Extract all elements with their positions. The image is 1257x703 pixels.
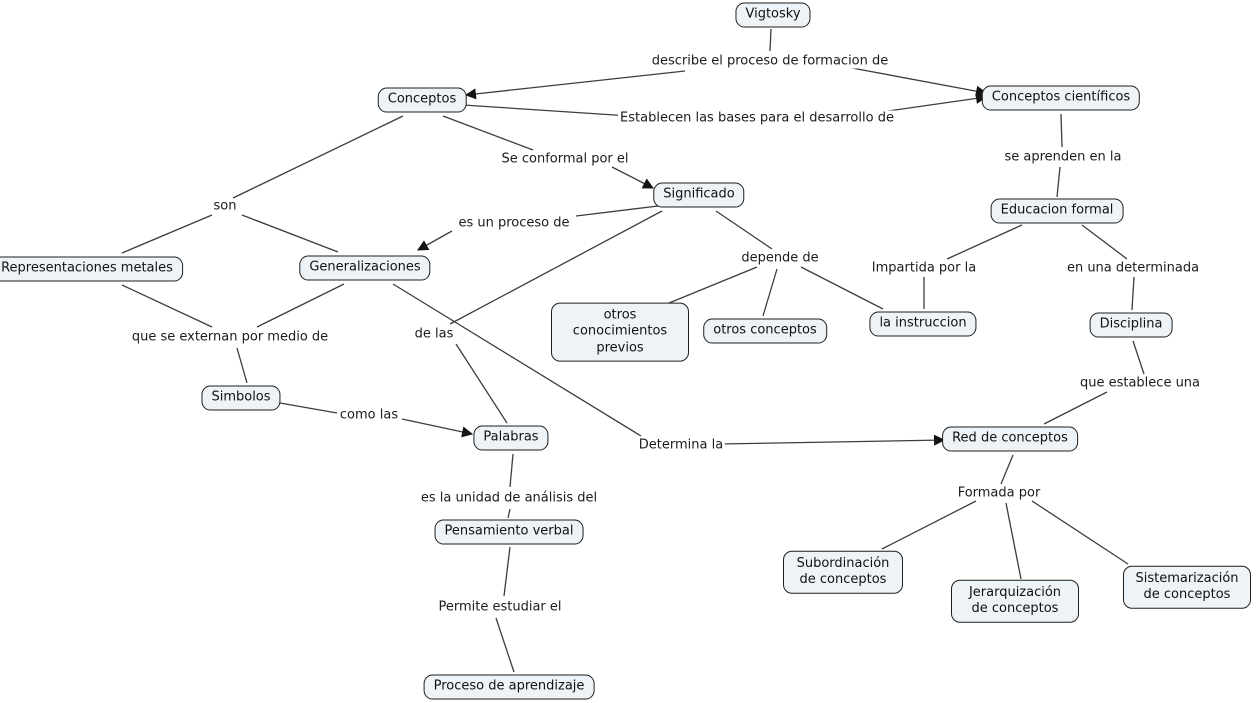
link-label-permite-estudiar-el[interactable]: Permite estudiar el: [436, 599, 564, 615]
edge-describe-conceptos: [464, 70, 686, 100]
node-proceso-de-aprendizaje[interactable]: Proceso de aprendizaje: [423, 674, 595, 700]
link-label-formada-por[interactable]: Formada por: [955, 485, 1043, 501]
link-label-depende-de[interactable]: depende de: [739, 250, 821, 266]
edge-significado-esunproceso: [575, 205, 659, 217]
edge-esunproceso-generalizaciones: [417, 230, 453, 251]
link-label-que-se-externan[interactable]: que se externan por medio de: [129, 329, 331, 345]
node-red-de-conceptos[interactable]: Red de conceptos: [942, 426, 1078, 452]
edge-son-generalizaciones: [241, 214, 339, 253]
link-label-que-establece-una[interactable]: que establece una: [1077, 375, 1203, 391]
node-pensamiento-verbal[interactable]: Pensamiento verbal: [434, 519, 584, 545]
node-simbolos[interactable]: Simbolos: [201, 385, 281, 411]
edge-formada-sistemarizacion: [1031, 500, 1129, 565]
edge-disciplina-queestablece: [1132, 340, 1145, 375]
edge-simbolos-comolas: [279, 402, 338, 414]
edge-seconformal-significado: [611, 166, 654, 189]
edge-delas-palabras: [455, 343, 508, 424]
node-sistemarizacion-de-conceptos[interactable]: Sistemarización de conceptos: [1123, 565, 1251, 609]
edge-conceptoscientificos-seaprenden: [1060, 113, 1063, 148]
link-label-como-las[interactable]: como las: [337, 407, 401, 423]
link-label-determina-la[interactable]: Determina la: [636, 437, 726, 453]
edge-formada-jerarquizacion: [1005, 502, 1022, 580]
edge-conceptos-establecen: [462, 104, 631, 117]
link-label-son[interactable]: son: [211, 198, 239, 214]
node-vigtosky[interactable]: Vigtosky: [735, 2, 811, 28]
link-label-de-las[interactable]: de las: [412, 326, 456, 342]
node-representaciones-metales[interactable]: Representaciones metales: [0, 256, 183, 282]
edge-depende-lainstruccion: [800, 266, 884, 310]
node-generalizaciones[interactable]: Generalizaciones: [299, 255, 431, 281]
edge-significado-depende: [715, 210, 773, 250]
edge-conceptos-son: [232, 115, 404, 199]
edge-educacionformal-impartida: [946, 224, 1023, 260]
edge-queestablece-redconceptos: [1043, 391, 1108, 425]
edge-educacionformal-enuna: [1081, 224, 1128, 260]
edge-determina-redconceptos: [719, 434, 946, 446]
node-subordinacion-de-conceptos[interactable]: Subordinación de conceptos: [783, 550, 903, 594]
edge-representaciones-queseexternan: [121, 284, 213, 328]
link-label-describe[interactable]: describe el proceso de formacion de: [649, 53, 891, 69]
node-la-instruccion[interactable]: la instruccion: [869, 311, 977, 337]
node-conceptos[interactable]: Conceptos: [377, 87, 467, 113]
link-label-es-la-unidad[interactable]: es la unidad de análisis del: [418, 490, 600, 506]
link-label-impartida-por-la[interactable]: Impartida por la: [869, 260, 979, 276]
edge-vigtosky-describe: [769, 28, 772, 52]
edge-generalizaciones-queseexternan: [256, 283, 345, 328]
edge-enuna-disciplina: [1131, 276, 1135, 311]
edge-formada-subordinacion: [881, 500, 977, 550]
link-label-se-aprenden-en-la[interactable]: se aprenden en la: [1002, 149, 1124, 165]
edge-seaprenden-educacionformal: [1056, 166, 1061, 198]
edge-queseexternan-simbolos: [236, 347, 248, 384]
node-otros-conceptos[interactable]: otros conceptos: [703, 318, 827, 344]
node-otros-conocimientos-previos[interactable]: otros conocimientos previos: [551, 302, 689, 362]
edge-pensamiento-permite: [503, 546, 511, 597]
edge-eslaunidad-pensamiento: [507, 508, 511, 519]
node-disciplina[interactable]: Disciplina: [1089, 312, 1173, 338]
link-label-establecen[interactable]: Establecen las bases para el desarrollo …: [618, 110, 896, 126]
node-educacion-formal[interactable]: Educacion formal: [990, 198, 1124, 224]
link-label-se-conformal[interactable]: Se conformal por el: [499, 151, 631, 167]
edge-describe-conceptos-cientificos: [851, 67, 988, 97]
edge-redconceptos-formada: [1000, 454, 1014, 485]
edge-establecen-conceptos-cientificos: [887, 92, 988, 112]
edge-generalizaciones-determina: [392, 283, 642, 437]
node-conceptos-cientificos[interactable]: Conceptos científicos: [981, 85, 1141, 111]
link-label-es-un-proceso[interactable]: es un proceso de: [456, 215, 572, 231]
edge-permite-proceso: [495, 617, 515, 673]
edge-son-representaciones: [121, 214, 213, 254]
link-label-en-una-determinada[interactable]: en una determinada: [1064, 260, 1202, 276]
edge-depende-otrosconceptos: [762, 268, 778, 317]
node-palabras[interactable]: Palabras: [473, 425, 549, 451]
edge-palabras-eslaunidad: [509, 453, 514, 488]
node-significado[interactable]: Significado: [653, 182, 745, 208]
edge-significado-delas: [449, 210, 663, 325]
edge-comolas-palabras: [401, 418, 474, 438]
edge-conceptos-seconformal: [442, 115, 534, 151]
node-jerarquizacion-de-conceptos[interactable]: Jerarquización de conceptos: [951, 579, 1079, 623]
